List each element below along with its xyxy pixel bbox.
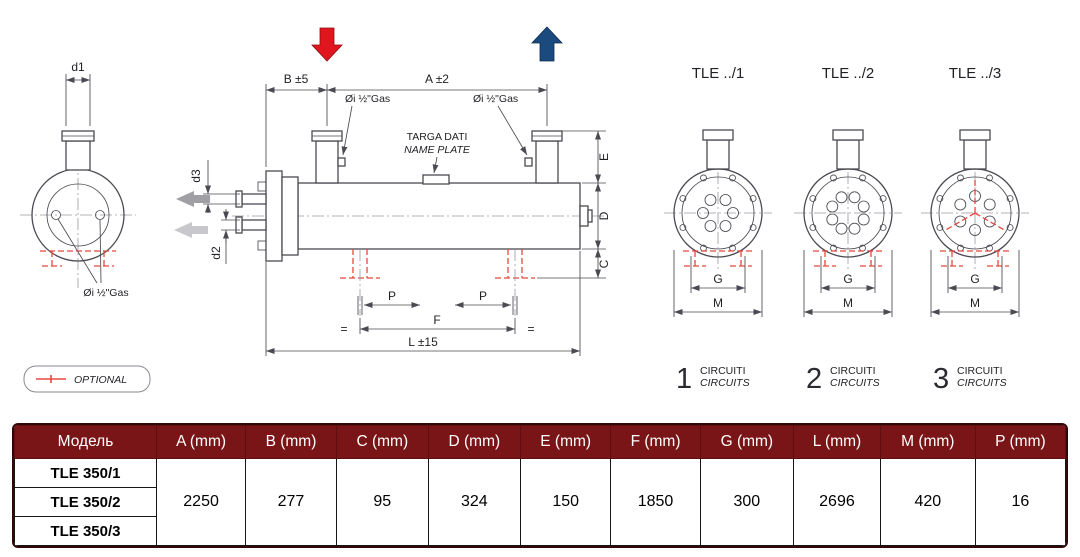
table-row-1: TLE 350/1 2250 277 95 324 150 1850 300 2… [14,458,1066,546]
dim-d1-label: d1 [71,60,85,74]
col-header-e: E (mm) [519,425,612,459]
circuit-count-2: 2 [806,363,822,395]
dim-f-label: F [433,313,440,327]
dim-b-label: B ±5 [284,72,309,86]
dimension-table: Модель A (mm) B (mm) C (mm) D (mm) E (mm… [14,425,1066,546]
equal-mark-right: = [527,322,534,336]
dim-m2-label: M [843,296,853,310]
circuiti-label-1: CIRCUITI [700,365,746,377]
gas-label-right-nozzle: Øi ½"Gas [473,93,518,105]
value-c: 95 [335,458,429,546]
heat-exchanger-drawing: d1 Øi ½"Gas B ±5 A ±2 [20,26,1029,395]
dim-l-label: L ±15 [408,335,438,349]
model-cell-2: TLE 350/2 [14,487,157,517]
value-e: 150 [519,458,612,546]
model-cell-3: TLE 350/3 [14,516,157,546]
col-header-g: G (mm) [699,425,795,459]
side-view: B ±5 A ±2 d3 d2 [174,26,611,356]
dim-m1-label: M [713,296,723,310]
gas-label-left-nozzle: Øi ½"Gas [345,93,390,105]
dim-c-label: C [597,259,611,268]
circuit-count-3: 3 [933,363,949,395]
dim-p-right-label: P [479,289,487,303]
col-header-model: Модель [14,425,157,459]
col-header-f: F (mm) [610,425,701,459]
dim-d-label: D [597,211,611,220]
table-header-row: Модель A (mm) B (mm) C (mm) D (mm) E (mm… [14,425,1066,459]
value-m: 420 [879,458,976,546]
optional-legend: OPTIONAL [23,365,151,393]
col-header-b: B (mm) [245,425,337,459]
equal-mark-left: = [340,322,347,336]
value-g: 300 [699,458,795,546]
top-nozzle [65,140,91,171]
outlet-arrow-icon [531,26,563,62]
inlet-arrow-icon [311,27,343,62]
value-f: 1850 [610,458,701,546]
technical-drawing-area: d1 Øi ½"Gas B ±5 A ±2 [20,26,1029,395]
circuits-label-3: CIRCUITS [957,377,1007,389]
circuiti-label-3: CIRCUITI [957,365,1003,377]
flow-arrow-gray-light [174,222,208,238]
name-plate [422,174,450,185]
circuits-label-1: CIRCUITS [700,377,750,389]
left-end-view: d1 Øi ½"Gas [20,60,136,299]
col-header-a: A (mm) [155,425,247,459]
value-p: 16 [974,458,1066,546]
value-d: 324 [427,458,521,546]
dim-p-left-label: P [388,289,396,303]
flow-arrow-gray-dark [176,191,210,207]
value-l: 2696 [793,458,881,546]
dim-m3-label: M [970,296,980,310]
col-header-c: C (mm) [335,425,429,459]
circuit-count-1: 1 [676,363,692,395]
circuiti-label-2: CIRCUITI [830,365,876,377]
dim-d2-label: d2 [209,246,223,260]
dim-a-label: A ±2 [425,72,449,86]
dim-d3-label: d3 [189,169,203,183]
dim-e-label: E [597,153,611,161]
table-row-2: TLE 350/2 [14,487,1066,517]
dim-g3-label: G [970,272,979,286]
circuit-view-3-title: TLE ../3 [949,65,1002,82]
circuit-partition-lines [944,178,1006,232]
targa-dati-label: TARGA DATI [407,131,468,143]
dim-g1-label: G [713,272,722,286]
name-plate-label: NAME PLATE [404,144,471,156]
left-nozzle [315,140,339,184]
circuit-view-2-title: TLE ../2 [822,65,875,82]
col-header-l: L (mm) [793,425,881,459]
col-header-p: P (mm) [974,425,1066,459]
circuit-view-3: TLE ../3 G M 3 CIRCUITI CIRCUITS [921,65,1029,395]
circuit-view-1-title: TLE ../1 [692,65,745,82]
col-header-m: M (mm) [879,425,976,459]
circuits-label-2: CIRCUITS [830,377,880,389]
value-a: 2250 [155,458,247,546]
optional-label: OPTIONAL [74,374,127,386]
spec-table: Модель A (mm) B (mm) C (mm) D (mm) E (mm… [12,423,1068,548]
col-header-d: D (mm) [427,425,521,459]
model-cell-1: TLE 350/1 [14,458,157,488]
gas-label-left-view: Øi ½"Gas [83,287,128,299]
right-nozzle [535,140,559,184]
dim-g2-label: G [843,272,852,286]
value-b: 277 [245,458,337,546]
circuit-view-2: TLE ../2 G M 2 CIRCUITI CIRCUITS [794,65,902,395]
circuit-view-1: TLE ../1 G M 1 CIRCUITI CIRCUITS [664,65,772,395]
table-row-3: TLE 350/3 [14,516,1066,546]
